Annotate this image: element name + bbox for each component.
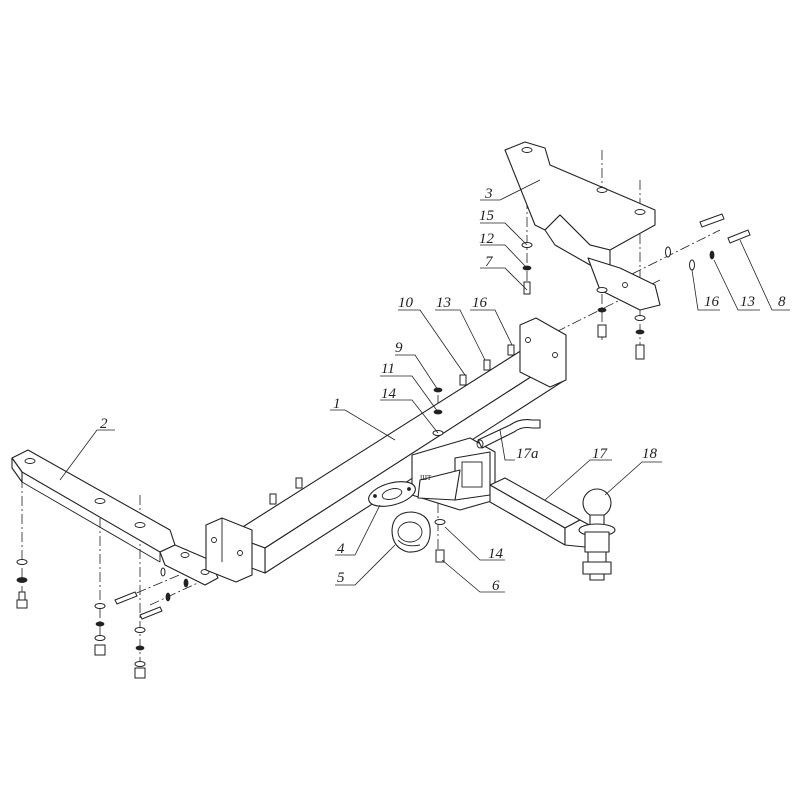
label-part-16a: 16 [472,295,488,311]
tow-ball [578,488,616,581]
label-part-11: 11 [381,361,395,377]
label-part-16b: 16 [704,294,720,310]
label-part-9: 9 [395,340,403,356]
label-part-17a: 17a [516,446,539,462]
label-part-8: 8 [778,294,786,310]
label-part-2: 2 [100,416,108,432]
label-part-3: 3 [484,186,493,202]
label-part-10: 10 [398,295,414,311]
fastener-hardware [16,213,751,679]
right-bracket [504,141,661,311]
socket-plate [368,481,416,507]
receiver-housing: ШТ [411,437,496,511]
electrical-socket [391,511,431,553]
main-cross-beam [205,317,567,583]
draw-bar [489,477,596,549]
label-part-7: 7 [485,254,494,270]
cable [476,419,541,449]
label-part-12: 12 [479,231,495,247]
label-part-13b: 13 [740,294,755,310]
leader-lines [59,179,790,593]
label-part-5: 5 [337,570,345,586]
label-part-14b: 14 [488,546,504,562]
label-part-1: 1 [333,396,341,412]
label-part-15: 15 [479,208,495,224]
label-part-18: 18 [642,446,658,462]
left-bracket [11,449,219,586]
label-part-4: 4 [337,541,345,557]
label-part-6: 6 [492,578,500,594]
part-labels: 1 2 3 4 5 6 7 8 9 10 11 12 13 14 14 15 1… [100,186,786,594]
label-part-14a: 14 [381,386,397,402]
label-part-13: 13 [436,295,451,311]
svg-text:ШТ: ШТ [420,474,432,482]
label-part-17: 17 [592,446,609,462]
